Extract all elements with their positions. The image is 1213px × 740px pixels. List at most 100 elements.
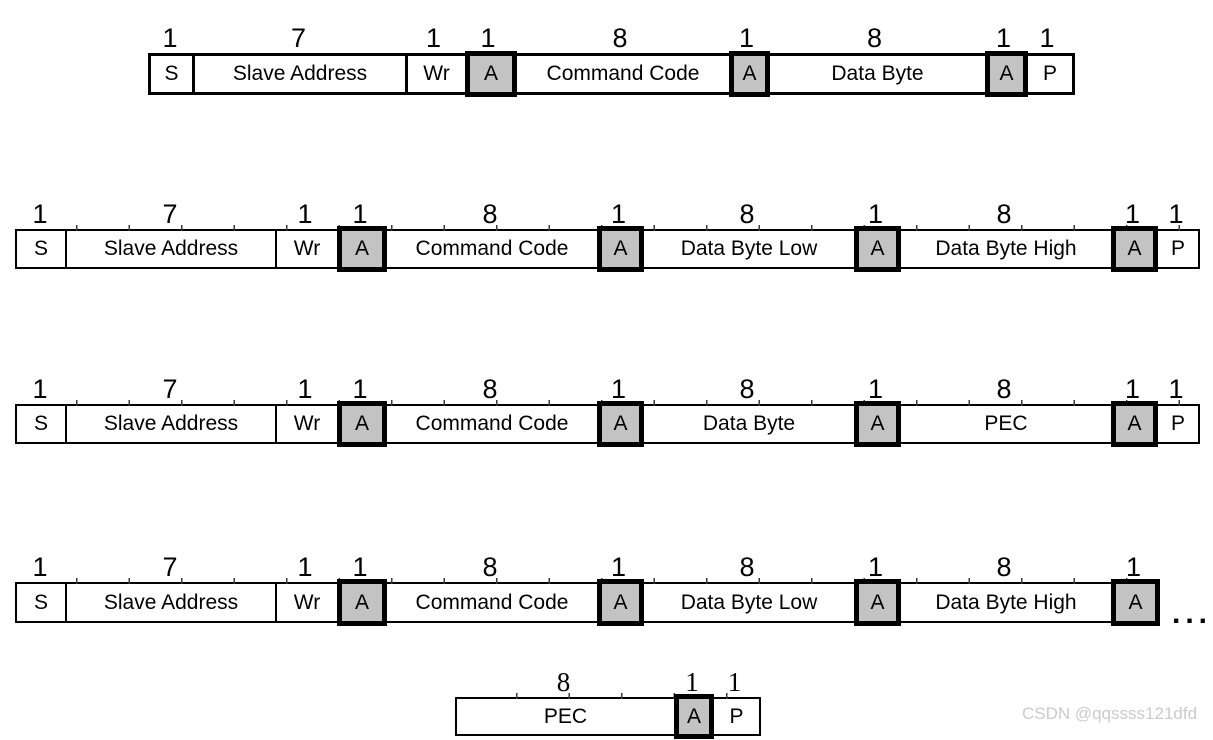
bit-count-label: 1 [32,374,48,404]
bit-count-label: 1 [685,667,699,697]
ack-cell: A [985,51,1028,97]
field-label: A [870,237,885,260]
bit-count-label: 1 [610,199,627,229]
field-label: S [33,412,48,435]
field-cell-wr: Wr [277,231,337,267]
field-label: Wr [293,412,321,435]
field-cell-wr: Wr [277,584,337,621]
bit-count-label: 1 [162,23,178,53]
field-label: A [354,237,369,260]
field-cell-s: S [17,584,67,621]
field-label: Command Code [546,62,700,85]
field-cell-slave-address: Slave Address [195,56,408,92]
bit-count-label: 1 [425,23,442,53]
field-label: Data Byte [831,62,924,85]
field-label: A [742,62,757,85]
bit-count-label: 8 [482,552,498,582]
bit-count-label: 1 [1124,374,1141,404]
field-label: P [1170,412,1185,435]
ack-cell: A [597,579,644,626]
field-label: A [1128,590,1143,614]
bit-count-label: 8 [612,23,628,53]
field-label: A [613,237,628,260]
field-cell-data-byte-low: Data Byte Low [644,231,854,267]
bit-count-label: 1 [1168,374,1184,404]
ack-cell: A [337,226,387,272]
watermark: CSDN @qqssss121dfd [1022,704,1198,723]
bit-count-label: 1 [995,23,1012,53]
frame-band: S Slave Address Wr A Command Code A Data Byte A… [15,400,1200,447]
field-label: Wr [423,62,450,85]
field-cell-data-byte: Data Byte [644,406,854,442]
field-cell-command-code: Command Code [387,584,597,621]
ack-cell: A [854,401,901,447]
bit-count-label: 1 [1168,199,1184,229]
field-label: P [729,704,744,728]
continuation-ellipsis: ... [1172,597,1213,630]
ack-cell: A [597,226,644,272]
field-label: A [613,412,628,435]
field-cell-slave-address: Slave Address [67,584,277,621]
field-cell-command-code: Command Code [387,406,597,442]
field-label: A [999,62,1014,85]
field-label: P [1042,62,1057,85]
field-label: PEC [543,704,588,728]
bit-count-label: 1 [352,374,368,404]
bit-count-label: 8 [996,552,1012,582]
frame-band: PEC A P [455,693,761,739]
field-label: A [1127,412,1142,435]
field-cell-wr: Wr [408,56,465,92]
field-label: Data Byte [702,412,796,435]
field-label: Data Byte High [935,237,1077,260]
ack-cell: A [854,579,901,626]
field-cell-slave-address: Slave Address [67,406,277,442]
field-label: A [483,62,498,85]
ack-cell: A [674,694,714,739]
field-cell-data-byte-high: Data Byte High [901,584,1111,621]
ack-cell: A [465,51,517,97]
bit-count-label: 1 [867,374,884,404]
bit-count-label: 7 [290,23,307,53]
bit-count-label: 1 [352,552,368,582]
field-label: S [33,590,48,614]
bit-tick-marks [25,578,1156,584]
bit-count-label: 7 [162,552,178,582]
bit-count-label: 8 [996,374,1012,404]
field-label: Wr [293,237,321,260]
field-cell-command-code: Command Code [387,231,597,267]
bit-count-label: 1 [610,374,627,404]
field-label: A [354,412,369,435]
bit-count-label: 1 [1124,199,1141,229]
bit-count-label: 1 [867,199,884,229]
ack-cell: A [854,226,901,272]
bit-tick-marks [465,693,755,699]
bit-count-label: 7 [162,374,178,404]
bit-count-label: 7 [162,199,178,229]
field-label: A [354,590,369,614]
ack-cell: A [729,51,770,97]
ack-cell: A [337,401,387,447]
ack-cell: A [1111,226,1158,272]
field-cell-p: P [714,699,759,734]
bit-count-label: 8 [866,23,883,53]
field-label: Slave Address [103,237,239,260]
field-cell-slave-address: Slave Address [67,231,277,267]
field-label: Command Code [415,237,569,260]
bit-count-label: 1 [1039,23,1055,53]
field-label: Data Byte High [935,590,1077,614]
field-label: A [1127,237,1142,260]
field-label: A [686,704,701,728]
bit-count-label: 1 [867,552,884,582]
bit-count-label: 1 [352,199,368,229]
bit-count-label: 1 [480,23,496,53]
bit-count-label: 1 [738,23,755,53]
field-label: Data Byte Low [680,590,818,614]
